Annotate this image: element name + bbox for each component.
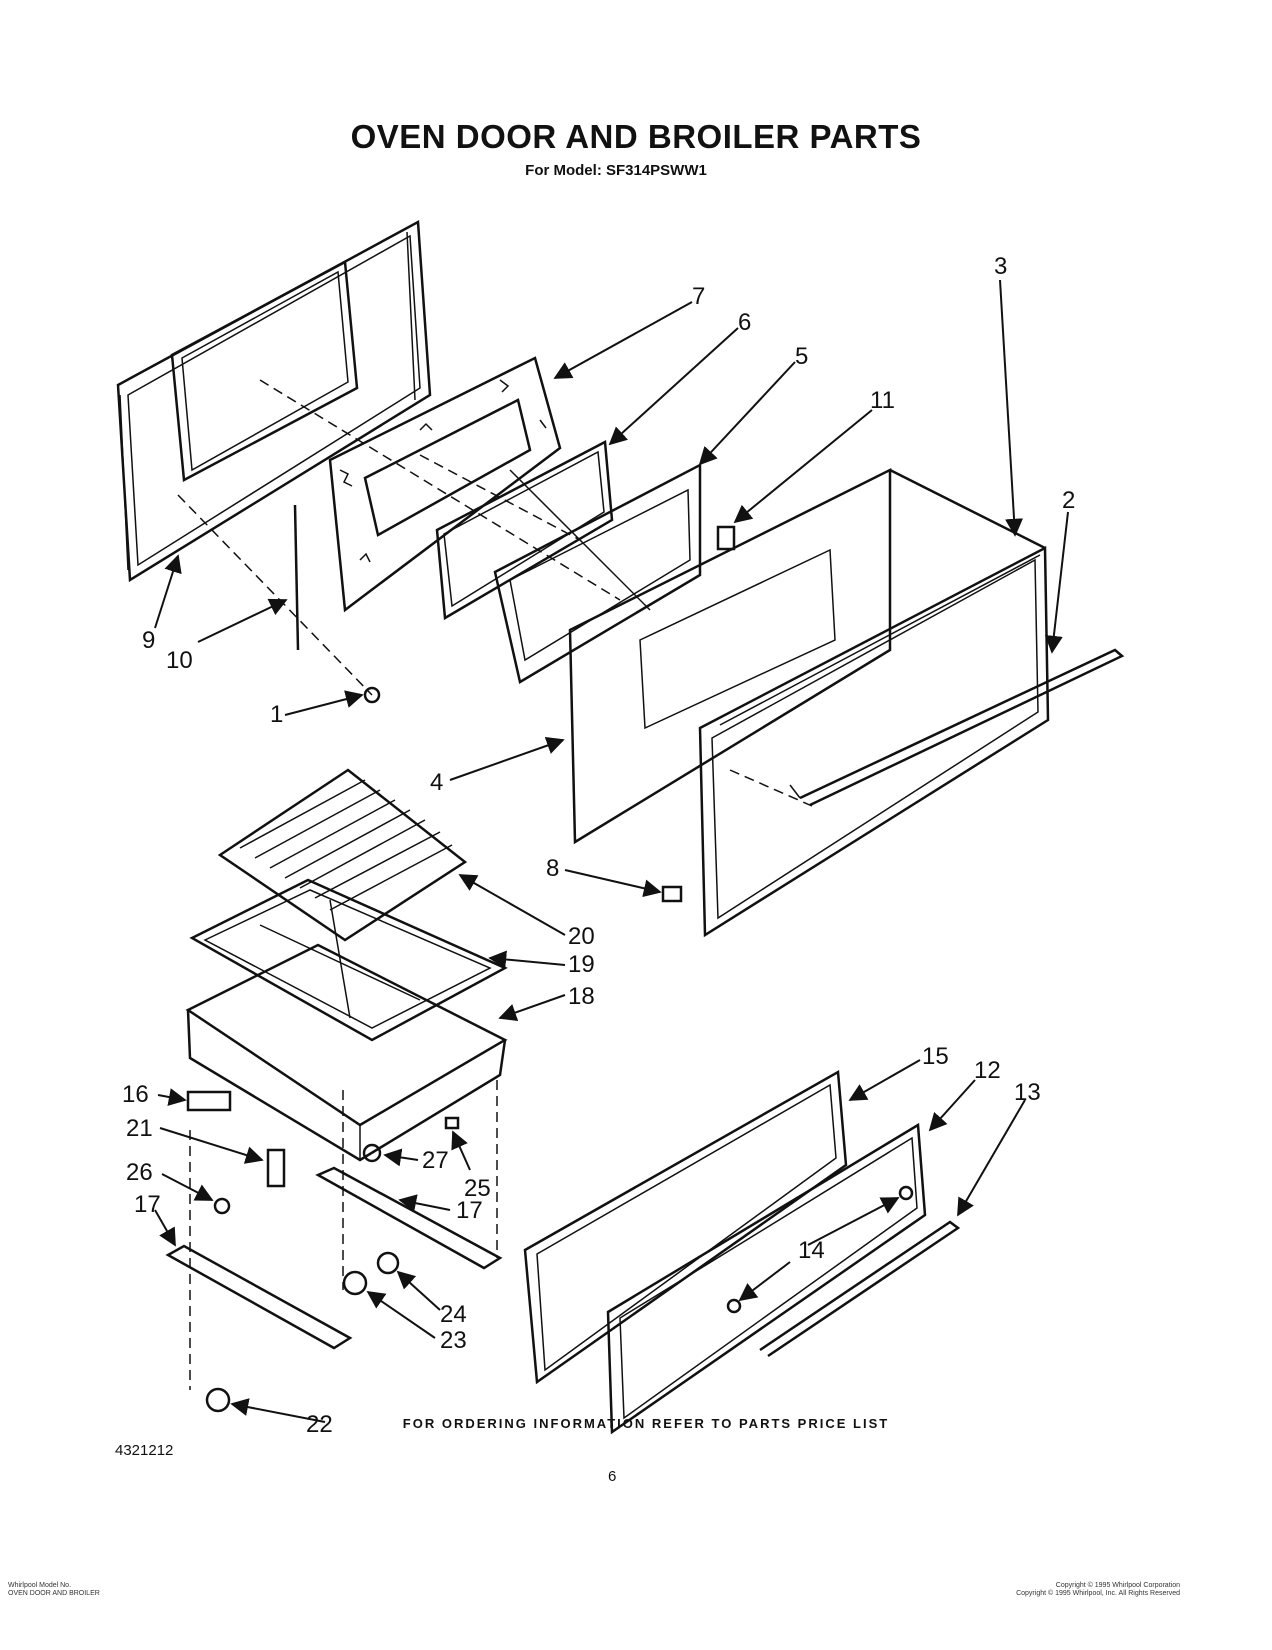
- callout-12: 12: [974, 1057, 1001, 1084]
- callout-5: 5: [795, 343, 808, 370]
- callout-17-right: 17: [456, 1197, 483, 1224]
- callout-17-left: 17: [134, 1191, 161, 1218]
- callout-18: 18: [568, 983, 595, 1010]
- fastener-14-a: [898, 1185, 914, 1201]
- model-subtitle: For Model: SF314PSWW1: [525, 162, 707, 179]
- drawer-handle-13: [759, 1220, 961, 1358]
- callout-25: 25: [464, 1175, 491, 1202]
- door-handle-2: [789, 648, 1125, 807]
- callout-26: 26: [126, 1159, 153, 1186]
- side-strip-10: [293, 504, 300, 651]
- broiler-grid-20: [217, 768, 468, 942]
- assembly-lines: [177, 379, 813, 1390]
- outer-door-glass-4: [568, 467, 892, 845]
- callout-10: 10: [166, 647, 193, 674]
- callout-7: 7: [692, 283, 705, 310]
- callout-11: 11: [870, 387, 895, 414]
- callout-14: 14: [798, 1237, 825, 1264]
- callout-4: 4: [430, 769, 443, 796]
- roller-24: [376, 1251, 400, 1275]
- roller-23: [342, 1270, 368, 1296]
- ordering-note: FOR ORDERING INFORMATION REFER TO PARTS …: [402, 1416, 890, 1431]
- broiler-drawer-panel-15: [523, 1069, 848, 1385]
- roller-22: [205, 1387, 231, 1413]
- fine-print-right-line-1: Copyright © 1995 Whirlpool Corporation: [1055, 1582, 1180, 1589]
- broiler-slide-17-left: [165, 1244, 353, 1350]
- broiler-burner-16: [186, 1090, 232, 1112]
- fine-print-left-line-1: Whirlpool Model No.: [8, 1582, 72, 1589]
- broiler-drawer-front-12: [606, 1122, 927, 1435]
- window-pack-5: [493, 462, 702, 684]
- callout-16: 16: [122, 1081, 149, 1108]
- fine-print-right-line-2: Copyright © 1995 Whirlpool, Inc. All Rig…: [1016, 1590, 1180, 1597]
- callout-23: 23: [440, 1327, 467, 1354]
- callout-27: 27: [422, 1147, 449, 1174]
- callout-24: 24: [440, 1301, 467, 1328]
- bracket-11: [716, 525, 736, 551]
- callout-labels: 7 6 5 11 3 2 9 10 1 4 8 20 19 18 16 21 2…: [122, 253, 1075, 1438]
- page-number: 6: [608, 1468, 617, 1485]
- oven-door-inner-panel: [116, 219, 432, 583]
- document-number: 4321212: [115, 1442, 174, 1459]
- callout-20: 20: [568, 923, 595, 950]
- callout-8: 8: [546, 855, 559, 882]
- callout-9: 9: [142, 627, 155, 654]
- door-glass-frame-6: [435, 440, 614, 621]
- clip-25: [444, 1116, 460, 1130]
- callout-21: 21: [126, 1115, 153, 1142]
- screw-1: [363, 686, 381, 704]
- fastener-14-b: [726, 1298, 742, 1314]
- callout-3: 3: [994, 253, 1007, 280]
- callout-19: 19: [568, 951, 595, 978]
- broiler-slide-17-right: [315, 1166, 503, 1270]
- callout-2: 2: [1062, 487, 1075, 514]
- fine-print-left-line-2: OVEN DOOR AND BROILER: [8, 1590, 100, 1597]
- broiler-bracket-21: [266, 1148, 286, 1188]
- outer-door-frame-3: [698, 468, 1050, 938]
- leader-lines: [154, 279, 1069, 1423]
- door-insulation-7: [328, 356, 562, 613]
- broiler-pan-18: [185, 943, 508, 1162]
- hinge-clip-8: [661, 885, 683, 903]
- fine-print-left: Whirlpool Model No. OVEN DOOR AND BROILE…: [8, 1582, 100, 1598]
- callout-15: 15: [922, 1043, 949, 1070]
- callout-1: 1: [270, 701, 283, 728]
- callout-6: 6: [738, 309, 751, 336]
- screw-26: [213, 1197, 231, 1215]
- nut-27: [362, 1143, 382, 1163]
- callout-13: 13: [1014, 1079, 1041, 1106]
- diagram-title: OVEN DOOR AND BROILER PARTS: [350, 118, 922, 155]
- fine-print-right: Copyright © 1995 Whirlpool Corporation C…: [1016, 1582, 1180, 1598]
- callout-22: 22: [306, 1411, 333, 1438]
